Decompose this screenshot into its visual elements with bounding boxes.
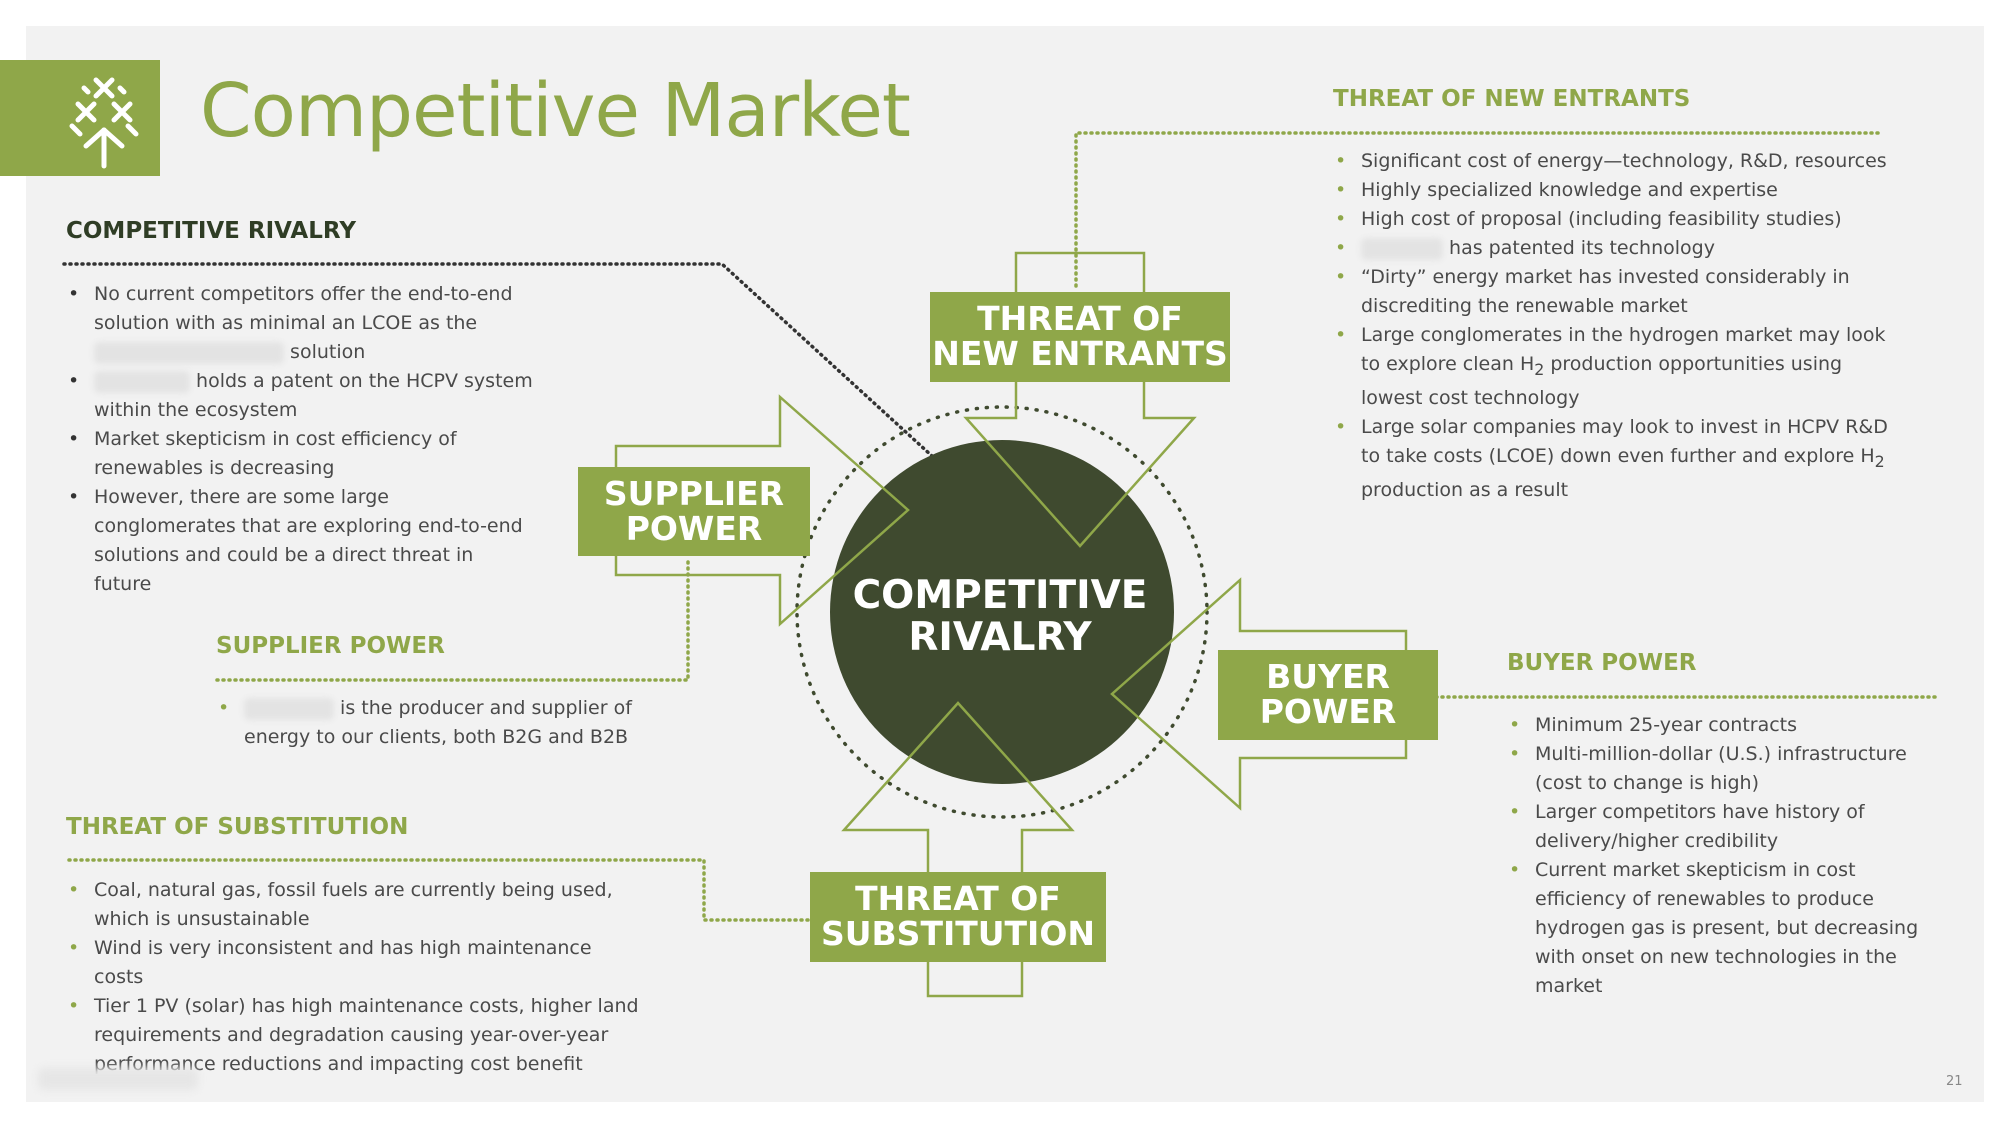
arrow-new-entrants (963, 251, 1197, 548)
box-buyer-power: BUYER POWER (1218, 650, 1438, 740)
box-threat-substitution: THREAT OF SUBSTITUTION (810, 872, 1106, 962)
list-item-text: Market skepticism in cost efficiency of … (94, 428, 457, 479)
supplier-power-list: is the producer and supplier of energy t… (216, 694, 636, 752)
supplier-power-heading: SUPPLIER POWER (216, 633, 445, 659)
connector-supplier (214, 560, 690, 682)
box-label-line2: NEW ENTRANTS (932, 334, 1228, 373)
box-label-line1: SUPPLIER (603, 473, 785, 513)
threat-substitution-heading: THREAT OF SUBSTITUTION (66, 814, 409, 840)
redacted-name (244, 697, 334, 720)
threat-new-entrants-heading: THREAT OF NEW ENTRANTS (1333, 86, 1691, 112)
list-item: Coal, natural gas, fossil fuels are curr… (66, 876, 646, 934)
redacted-footnote (38, 1068, 198, 1090)
connector-new-entrants (1074, 131, 1884, 288)
buyer-power-heading: BUYER POWER (1507, 650, 1697, 676)
subscript: 2 (1534, 359, 1545, 379)
list-item-text: However, there are some large conglomera… (94, 486, 523, 595)
threat-substitution-list: Coal, natural gas, fossil fuels are curr… (66, 876, 646, 1079)
center-label-line1: COMPETITIVE (852, 573, 1148, 618)
list-item: However, there are some large conglomera… (66, 483, 536, 599)
redacted-name (94, 370, 190, 393)
center-label-line2: RIVALRY (908, 615, 1092, 660)
list-item: Market skepticism in cost efficiency of … (66, 425, 536, 483)
competitive-rivalry-list: No current competitors offer the end-to-… (66, 280, 536, 599)
list-item: Highly specialized knowledge and experti… (1333, 176, 1893, 205)
box-label-line1: THREAT OF (977, 299, 1183, 339)
list-item: Large solar companies may look to invest… (1333, 413, 1893, 505)
list-item: “Dirty” energy market has invested consi… (1333, 263, 1893, 321)
center-rivalry-label: COMPETITIVE RIVALRY (830, 575, 1170, 659)
redacted-name (1361, 237, 1443, 260)
rivalry-dotted-ring (795, 405, 1209, 819)
connector-rivalry (62, 262, 934, 458)
connector-substitution (62, 858, 810, 922)
list-item-text: production opportunities using lowest co… (1361, 353, 1843, 409)
list-item-text: solution (290, 341, 366, 363)
list-item: has patented its technology (1333, 234, 1893, 263)
list-item: High cost of proposal (including feasibi… (1333, 205, 1893, 234)
list-item: is the producer and supplier of energy t… (216, 694, 636, 752)
list-item-text: is the producer and supplier of energy t… (244, 697, 632, 748)
list-item: Wind is very inconsistent and has high m… (66, 934, 646, 992)
list-item: Larger competitors have history of deliv… (1507, 798, 1952, 856)
list-item: No current competitors offer the end-to-… (66, 280, 536, 367)
box-label-line2: SUBSTITUTION (820, 914, 1096, 953)
page-title: Competitive Market (200, 68, 911, 154)
list-item-text: No current competitors offer the end-to-… (94, 283, 513, 334)
tree-logo-icon (69, 77, 139, 169)
box-label-line1: THREAT OF (855, 879, 1061, 919)
box-label-line1: BUYER (1266, 657, 1390, 697)
list-item-text: Large solar companies may look to invest… (1361, 415, 1888, 467)
list-item-text: has patented its technology (1449, 237, 1715, 259)
rivalry-circle (830, 440, 1174, 784)
company-logo (0, 60, 160, 176)
list-item: Tier 1 PV (solar) has high maintenance c… (66, 992, 646, 1079)
competitive-rivalry-heading: COMPETITIVE RIVALRY (66, 218, 356, 244)
list-item: Minimum 25-year contracts (1507, 711, 1952, 740)
redacted-name (94, 341, 284, 364)
list-item: Large conglomerates in the hydrogen mark… (1333, 321, 1893, 413)
buyer-power-list: Minimum 25-year contracts Multi-million-… (1507, 711, 1952, 1001)
box-threat-new-entrants: THREAT OF NEW ENTRANTS (930, 292, 1230, 382)
page-number: 21 (1946, 1074, 1963, 1089)
box-label-line2: POWER (1259, 692, 1397, 731)
list-item-text: production as a result (1361, 478, 1569, 501)
list-item-text: Large conglomerates in the hydrogen mark… (1361, 324, 1886, 375)
list-item: Significant cost of energy—technology, R… (1333, 147, 1893, 176)
threat-new-entrants-list: Significant cost of energy—technology, R… (1333, 147, 1893, 505)
arrow-supplier (614, 394, 910, 627)
arrow-substitution (841, 701, 1075, 998)
list-item-text: holds a patent on the HCPV system within… (94, 370, 533, 421)
list-item: Multi-million-dollar (U.S.) infrastructu… (1507, 740, 1952, 798)
list-item: holds a patent on the HCPV system within… (66, 367, 536, 425)
box-supplier-power: SUPPLIER POWER (578, 467, 810, 556)
subscript: 2 (1874, 451, 1885, 471)
list-item: Current market skepticism in cost effici… (1507, 856, 1952, 1001)
box-label-line2: POWER (625, 508, 763, 548)
arrow-buyer (1110, 577, 1408, 811)
